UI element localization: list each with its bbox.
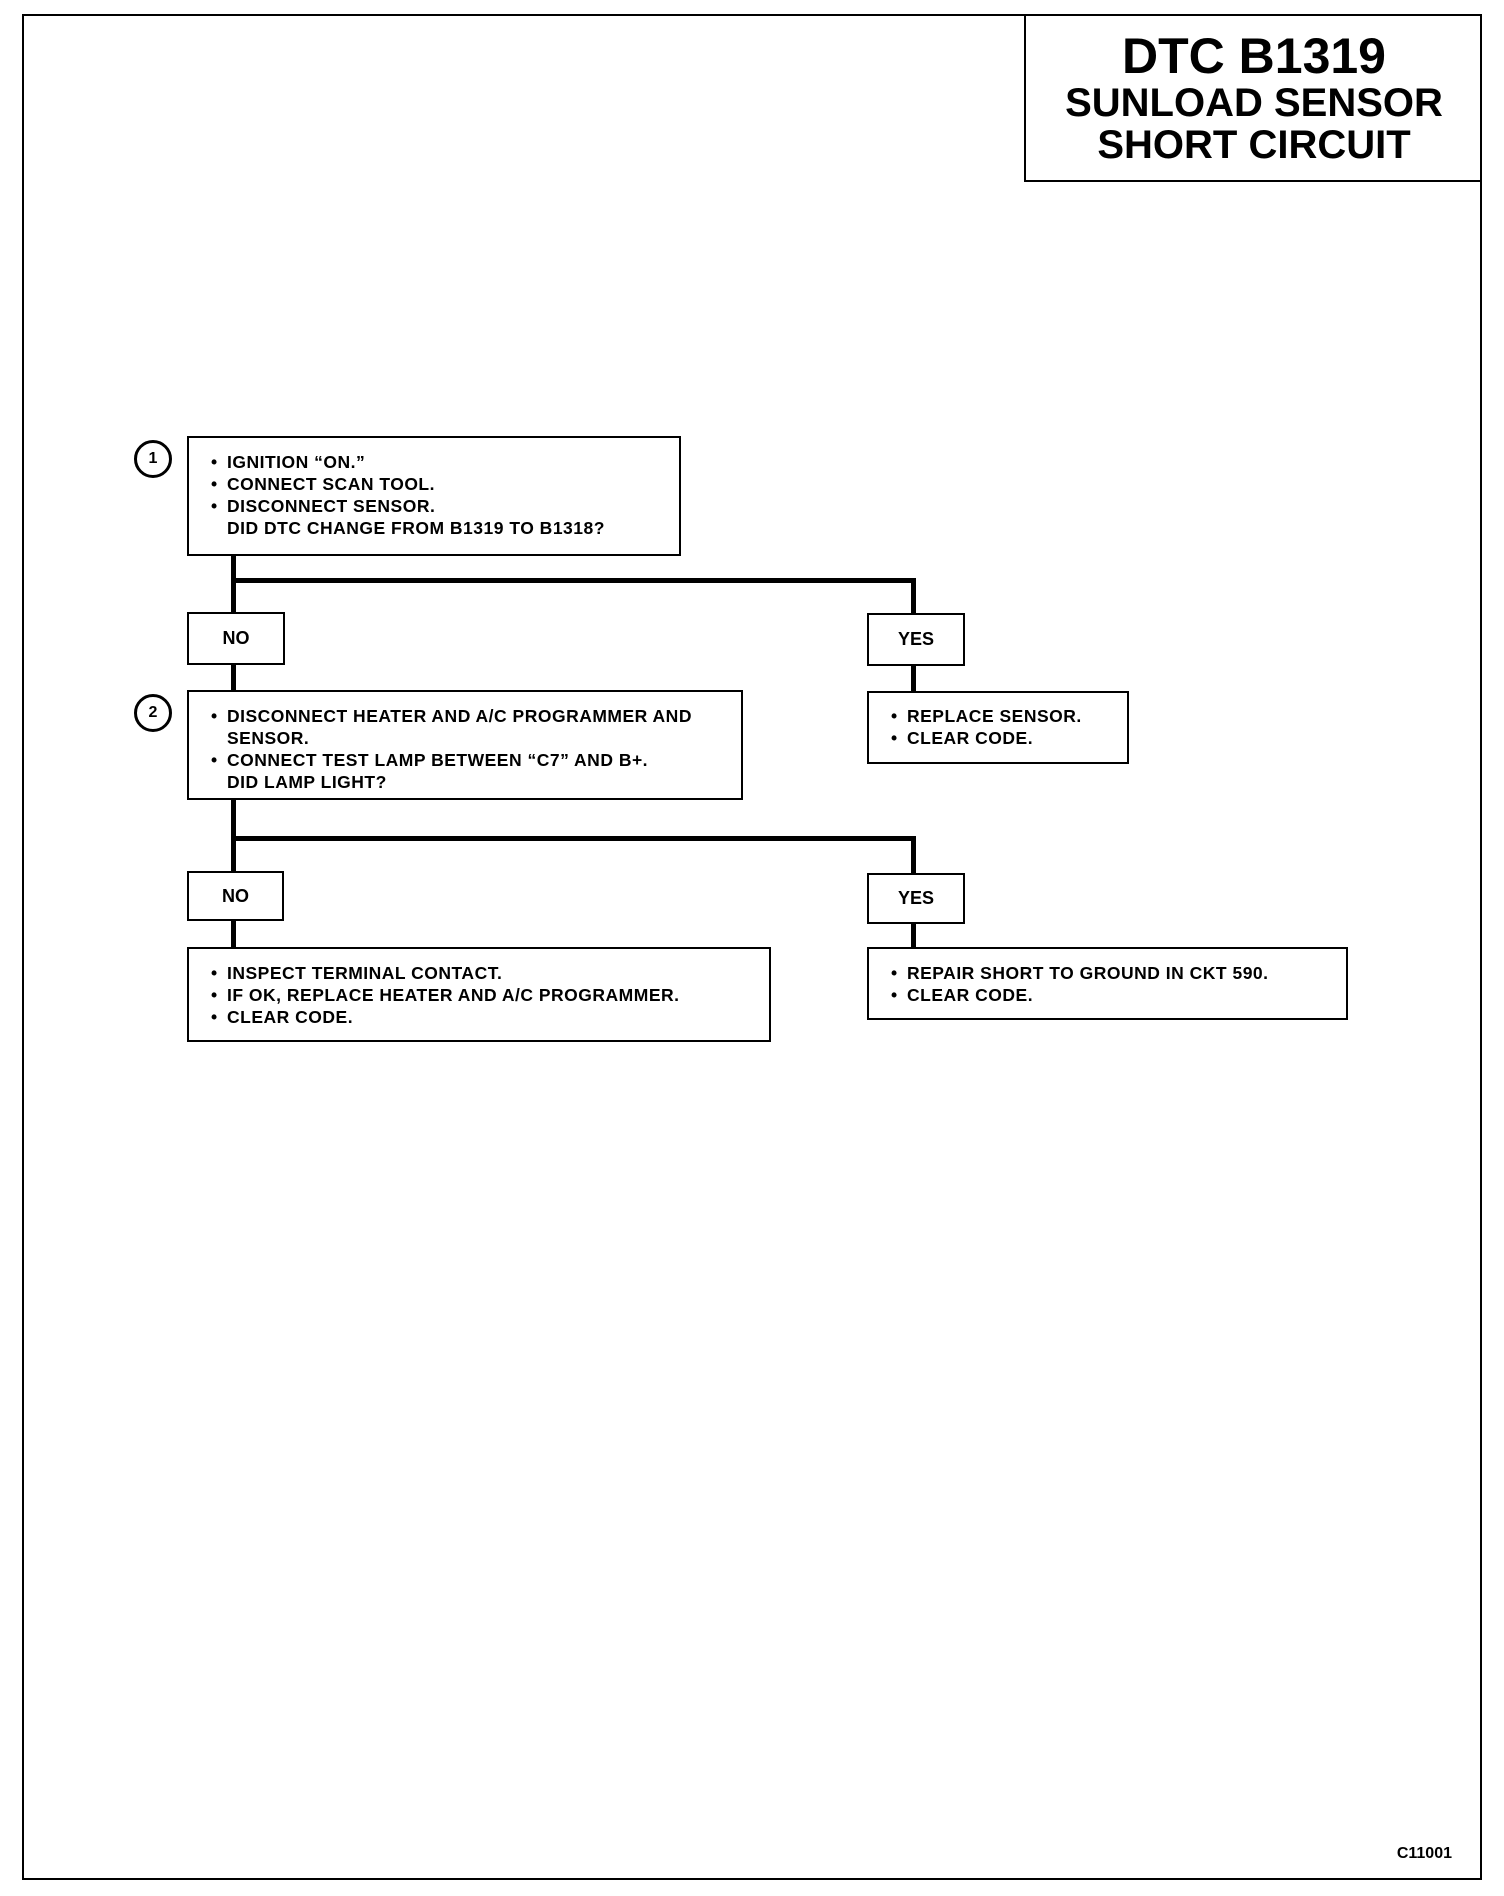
step-2-list: DISCONNECT HEATER AND A/C PROGRAMMER AND… (209, 705, 733, 771)
step-1-item: CONNECT SCAN TOOL. (209, 473, 671, 495)
connector-step1-yes-down (911, 578, 916, 614)
step-number-1: 1 (134, 440, 172, 478)
page-title: DTC B1319 (1122, 28, 1386, 84)
step-2-no-list: INSPECT TERMINAL CONTACT. IF OK, REPLACE… (209, 962, 761, 1028)
step-2-box: DISCONNECT HEATER AND A/C PROGRAMMER AND… (187, 690, 743, 800)
result-item: CLEAR CODE. (889, 727, 1119, 749)
step-1-yes-list: REPLACE SENSOR. CLEAR CODE. (889, 705, 1119, 749)
connector-step2-yes-down (911, 836, 916, 874)
result-item: REPLACE SENSOR. (889, 705, 1119, 727)
step-1-item: DISCONNECT SENSOR. (209, 495, 671, 517)
step-number-2: 2 (134, 694, 172, 732)
step-2-yes-result: REPAIR SHORT TO GROUND IN CKT 590. CLEAR… (867, 947, 1348, 1020)
connector-yes1-to-result (911, 664, 916, 692)
step-2-no-label: NO (187, 871, 284, 921)
connector-step1-horizontal (231, 578, 915, 583)
page-subtitle-line-1: SUNLOAD SENSOR (1065, 81, 1443, 125)
page-frame (22, 14, 1482, 1880)
title-block: DTC B1319 SUNLOAD SENSOR SHORT CIRCUIT (1024, 14, 1482, 182)
step-1-no-label: NO (187, 612, 285, 665)
connector-step2-down (231, 798, 236, 873)
connector-no1-to-step2 (231, 663, 236, 691)
step-1-question: DID DTC CHANGE FROM B1319 TO B1318? (227, 518, 605, 538)
step-2-yes-list: REPAIR SHORT TO GROUND IN CKT 590. CLEAR… (889, 962, 1338, 1006)
step-2-item: DISCONNECT HEATER AND A/C PROGRAMMER AND… (209, 705, 707, 749)
figure-id: C11001 (1396, 1845, 1452, 1862)
connector-step2-horizontal (231, 836, 915, 841)
connector-no2-to-result (231, 920, 236, 948)
result-item: CLEAR CODE. (889, 984, 1338, 1006)
step-2-yes-label: YES (867, 873, 965, 924)
step-2-no-result: INSPECT TERMINAL CONTACT. IF OK, REPLACE… (187, 947, 771, 1042)
step-1-yes-result: REPLACE SENSOR. CLEAR CODE. (867, 691, 1129, 764)
result-item: IF OK, REPLACE HEATER AND A/C PROGRAMMER… (209, 984, 761, 1006)
step-1-box: IGNITION “ON.” CONNECT SCAN TOOL. DISCON… (187, 436, 681, 556)
step-2-item: CONNECT TEST LAMP BETWEEN “C7” AND B+. (209, 749, 733, 771)
result-item: CLEAR CODE. (209, 1006, 761, 1028)
step-1-yes-label: YES (867, 613, 965, 666)
connector-step1-down (231, 555, 236, 613)
step-1-item: IGNITION “ON.” (209, 451, 671, 473)
result-item: INSPECT TERMINAL CONTACT. (209, 962, 761, 984)
step-1-list: IGNITION “ON.” CONNECT SCAN TOOL. DISCON… (209, 451, 671, 517)
step-2-question: DID LAMP LIGHT? (227, 772, 387, 792)
page-subtitle-line-2: SHORT CIRCUIT (1097, 123, 1411, 167)
result-item: REPAIR SHORT TO GROUND IN CKT 590. (889, 962, 1338, 984)
connector-yes2-to-result (911, 922, 916, 948)
